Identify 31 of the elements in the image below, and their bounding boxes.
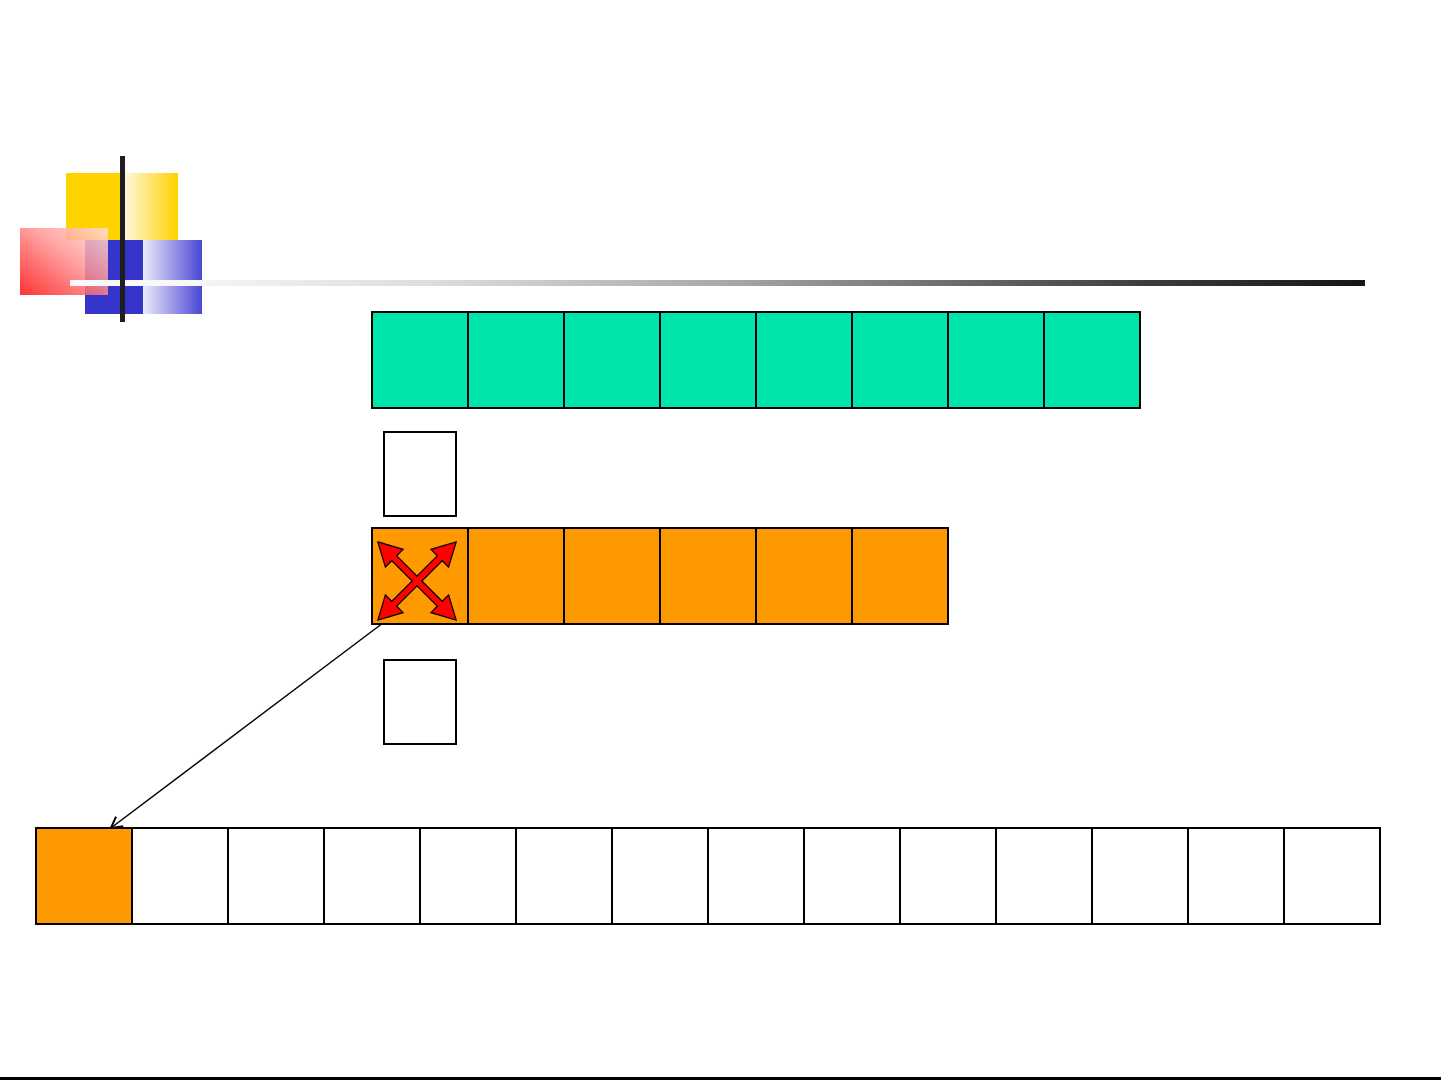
element-box (383, 431, 457, 517)
array-cell (131, 827, 229, 925)
array-cell (659, 311, 757, 409)
array-cell (1091, 827, 1189, 925)
array-cell (851, 311, 949, 409)
array-cell (851, 527, 949, 625)
array-cell (611, 827, 709, 925)
array-cell (1283, 827, 1381, 925)
array-cell (227, 827, 325, 925)
array-cell (323, 827, 421, 925)
element-box (383, 659, 457, 745)
array-cell (707, 827, 805, 925)
array-cell (419, 827, 517, 925)
array-cell (995, 827, 1093, 925)
array-cell (563, 311, 661, 409)
array-cell (947, 311, 1045, 409)
array-cell (659, 527, 757, 625)
array-cell (1043, 311, 1141, 409)
array-cell (563, 527, 661, 625)
array-cell (467, 311, 565, 409)
array-cell (755, 311, 853, 409)
array-cell (755, 527, 853, 625)
array-cell (899, 827, 997, 925)
array-cell (467, 527, 565, 625)
array-cell (371, 527, 469, 625)
arrow (109, 623, 383, 829)
array-cell (1187, 827, 1285, 925)
array-cell (371, 311, 469, 409)
array-cell (803, 827, 901, 925)
array-cell (35, 827, 133, 925)
array-cell (515, 827, 613, 925)
